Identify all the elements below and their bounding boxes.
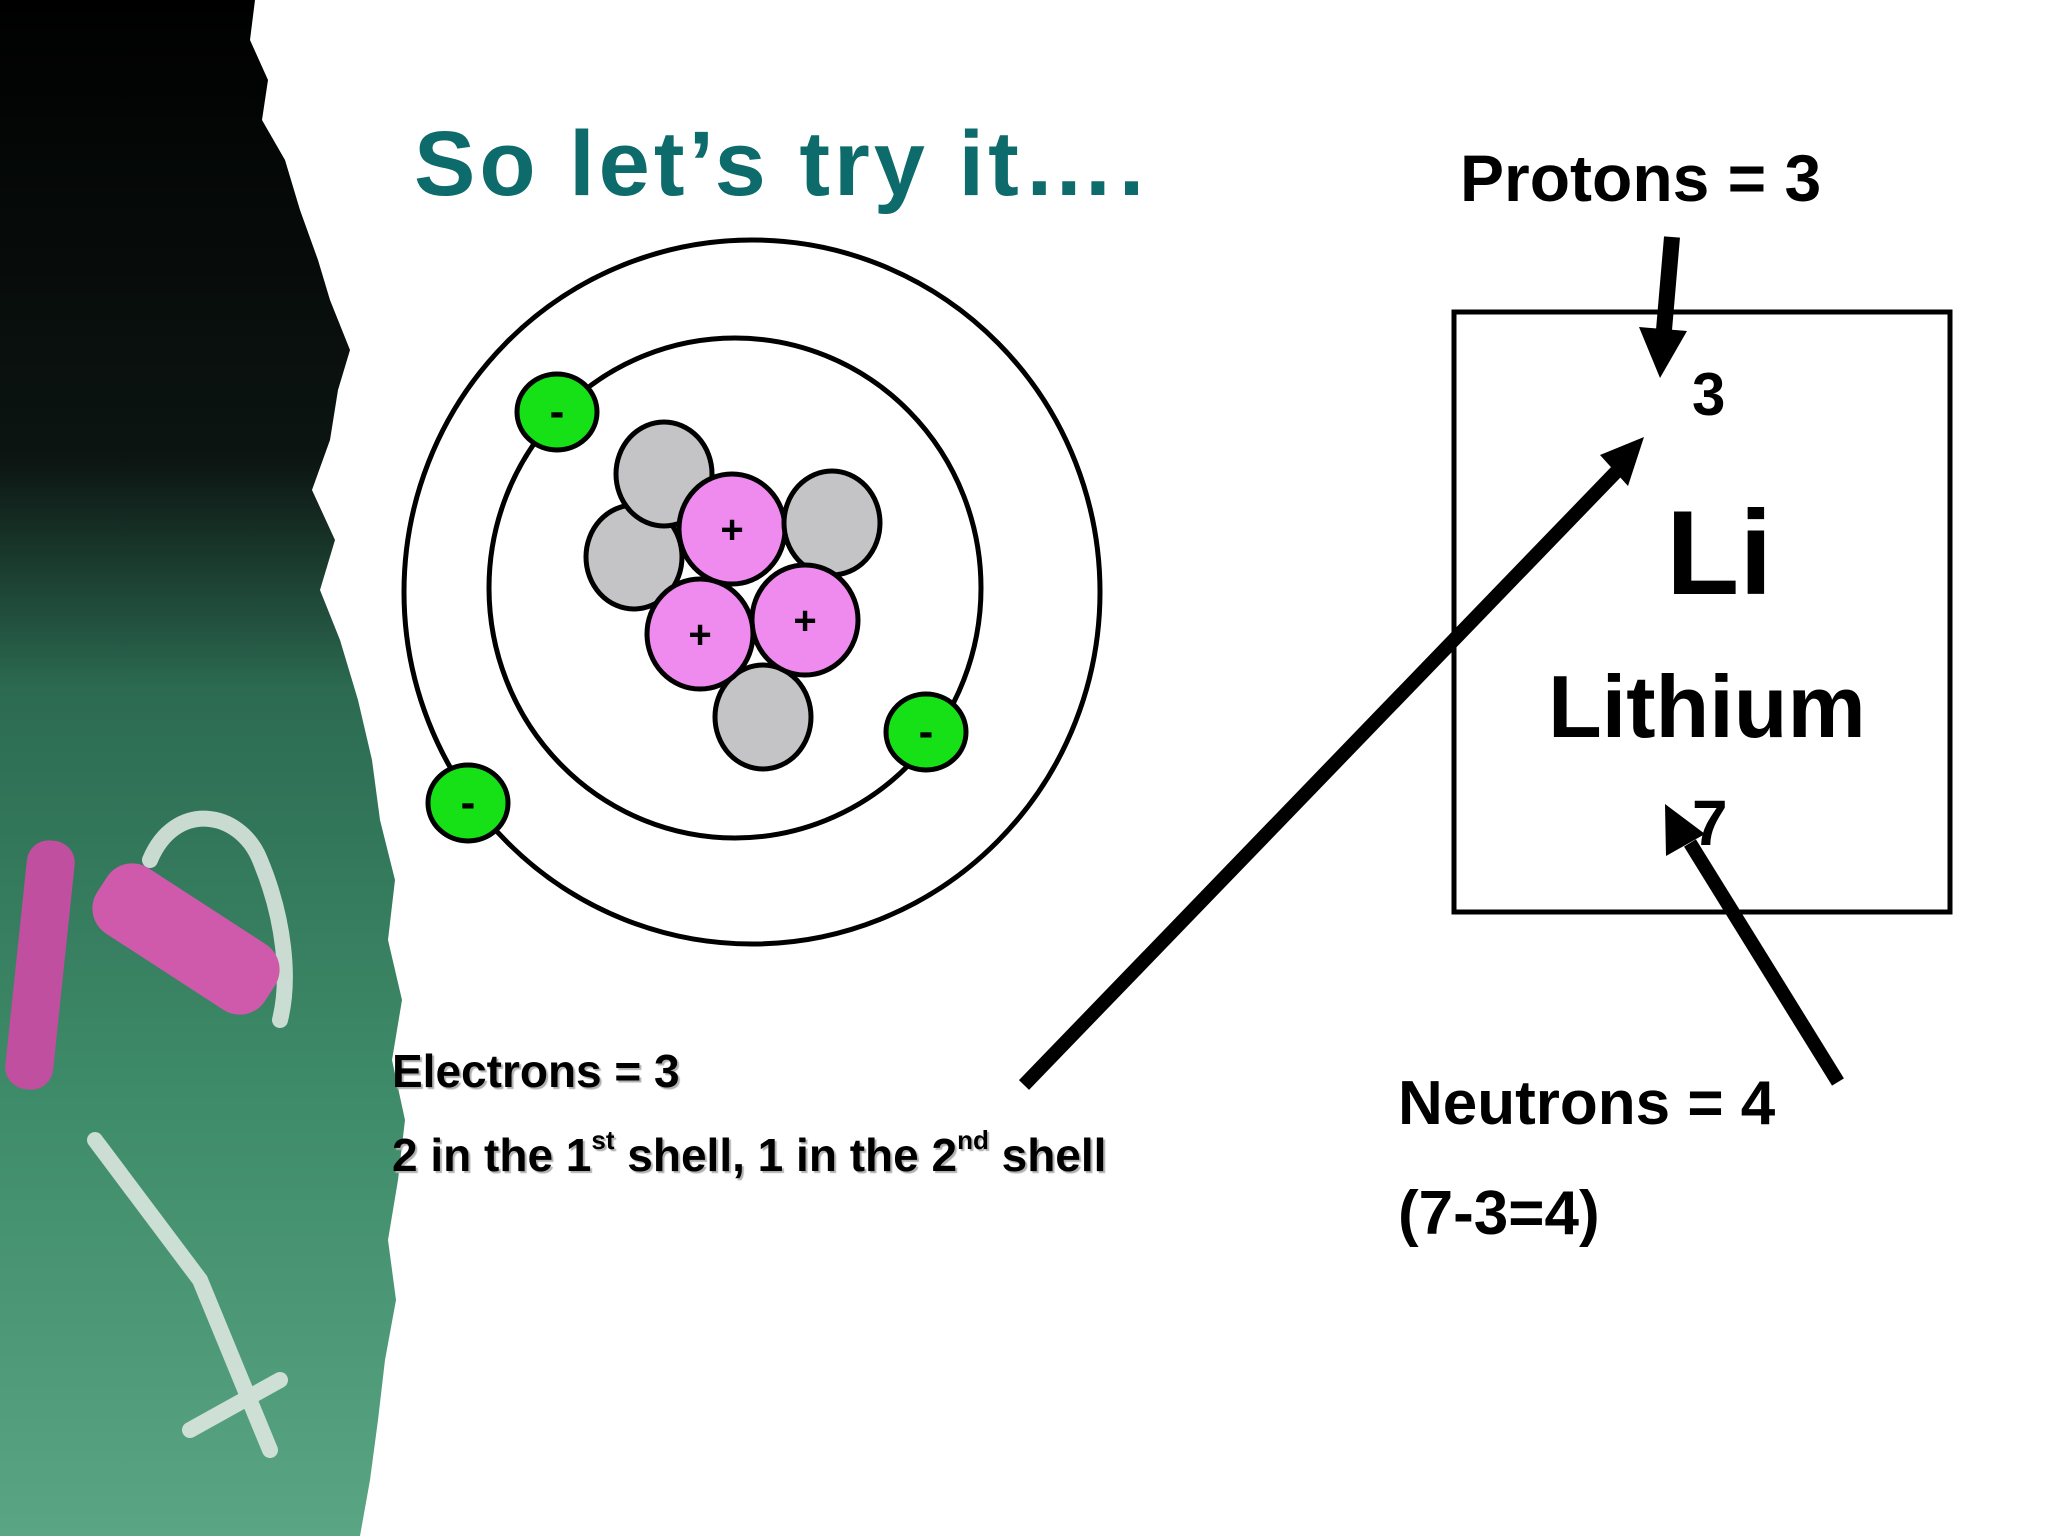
element-name: Lithium: [1548, 657, 1866, 756]
arrow-to-atomic-number: [1639, 236, 1687, 378]
shell-ordinal-2: nd: [957, 1125, 989, 1155]
shell-text-part3: shell: [988, 1129, 1107, 1181]
chalk-pieces: [5, 840, 280, 1090]
mass-number: 7: [1692, 787, 1728, 859]
atomic-number: 3: [1692, 361, 1726, 428]
neutron: [781, 468, 883, 578]
electron-sign: -: [919, 707, 934, 756]
inner-shell: [486, 335, 984, 841]
proton: [644, 576, 756, 692]
arrow-from-electrons: [1018, 437, 1644, 1090]
protons-label: Protons = 3: [1460, 141, 1822, 215]
electron: [425, 762, 511, 844]
electrons: - - -: [425, 371, 969, 844]
nucleus: + + +: [583, 419, 883, 772]
slide-title: So let’s try it….: [414, 113, 1149, 215]
electron: [514, 371, 600, 453]
outer-shell: [401, 237, 1103, 947]
neutron-calculation: (7-3=4): [1398, 1179, 1600, 1248]
proton-sign: +: [688, 613, 711, 657]
proton-sign: +: [793, 599, 816, 643]
shell-ordinal-1: st: [591, 1125, 615, 1155]
chalkboard-background: [0, 0, 405, 1536]
shell-text-part2: shell, 1 in the 2: [614, 1129, 958, 1181]
chalk-scribble: [87, 810, 293, 1458]
electron-shells: [401, 237, 1103, 947]
electron: [883, 691, 969, 773]
element-symbol: Li: [1666, 486, 1773, 620]
neutrons-label: Neutrons = 4: [1398, 1069, 1776, 1138]
shell-distribution: 2 in the 1st shell, 1 in the 2nd shell: [392, 1125, 1107, 1182]
electron-sign: -: [461, 778, 476, 827]
proton-sign: +: [720, 508, 743, 552]
neutron: [712, 662, 814, 772]
element-box: [1451, 309, 1953, 915]
electrons-label: Electrons = 3: [392, 1045, 680, 1097]
shell-text-part1: 2 in the 1: [392, 1129, 592, 1181]
electron-sign: -: [550, 387, 565, 436]
arrow-to-mass-number: [1665, 804, 1844, 1086]
